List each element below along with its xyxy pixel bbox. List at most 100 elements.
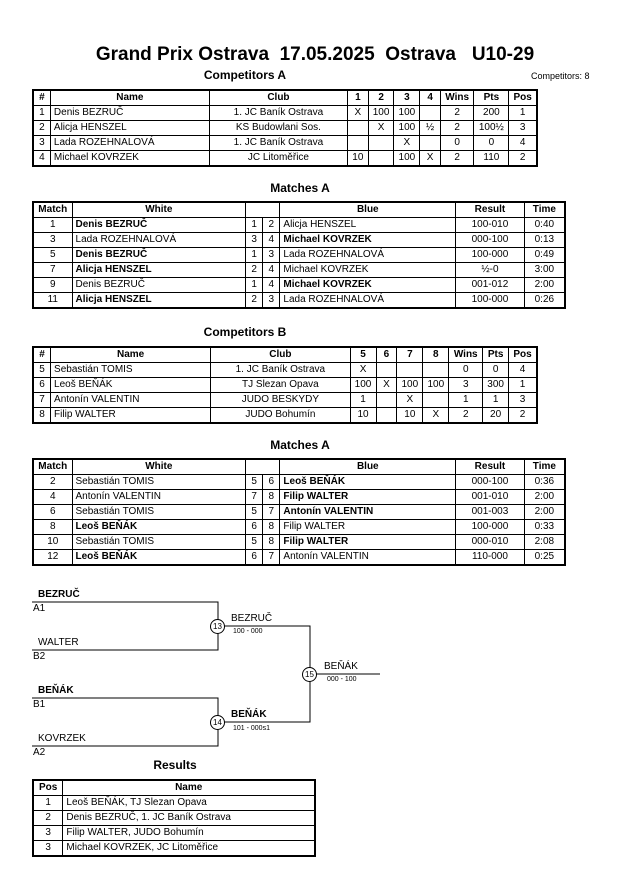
sf2-score: 101 - 000s1	[233, 725, 270, 732]
blue-name: Antonín VALENTIN	[279, 549, 457, 566]
sf1-top-seed: A1	[33, 603, 46, 614]
sf2-winner: BEŇÁK	[231, 709, 267, 720]
table-cell: 100	[393, 150, 421, 167]
table-cell: 2	[508, 150, 538, 167]
column-header: Name	[62, 779, 316, 796]
match-number: 9	[32, 277, 73, 293]
matches-a-heading: Matches A	[270, 181, 330, 195]
table-cell: X	[393, 135, 421, 151]
sf2-bottom-seed: A2	[33, 747, 46, 758]
match-time: 2:00	[523, 277, 566, 293]
blue-seed: 3	[262, 292, 281, 309]
blue-seed: 8	[262, 489, 281, 505]
sf1-bottom-name: WALTER	[38, 637, 79, 648]
table-cell: X	[422, 407, 450, 424]
match-time: 0:25	[523, 549, 566, 566]
results-heading: Results	[153, 758, 197, 772]
table-cell: JUDO Bohumín	[210, 407, 351, 424]
result-position: 3	[32, 840, 64, 857]
match-time: 2:08	[523, 534, 566, 550]
final-winner: BEŇÁK	[324, 661, 358, 672]
table-cell: 8	[32, 407, 52, 424]
table-cell: 20	[482, 407, 510, 424]
competitors-count: Competitors: 8	[531, 71, 590, 81]
match-number: 5	[32, 247, 73, 263]
sf1-bottom-seed: B2	[33, 651, 46, 662]
white-seed: 6	[245, 549, 264, 566]
table-cell: 4	[508, 135, 538, 151]
result-name: Filip WALTER, JUDO Bohumín	[62, 825, 316, 841]
table-cell: 1	[349, 392, 377, 408]
table-cell: 10	[347, 150, 369, 167]
sf2-bottom-name: KOVRZEK	[38, 733, 86, 744]
result-name: Leoš BEŇÁK, TJ Slezan Opava	[62, 795, 316, 811]
table-cell: 10	[349, 407, 377, 424]
sf1-winner: BEZRUČ	[231, 613, 273, 624]
result-name: Michael KOVRZEK, JC Litoměřice	[62, 840, 316, 857]
result-name: Denis BEZRUČ, 1. JC Baník Ostrava	[62, 810, 316, 826]
competitors-a-heading: Competitors A	[203, 68, 287, 82]
table-cell: JUDO BESKYDY	[210, 392, 351, 408]
table-cell: 0	[439, 135, 475, 151]
blue-name: Filip WALTER	[279, 534, 457, 550]
column-header: #	[32, 89, 51, 106]
table-cell: 1. JC Baník Ostrava	[208, 135, 349, 151]
result-position: 3	[32, 825, 64, 841]
table-cell: 3	[508, 392, 538, 408]
result-position: 1	[32, 795, 64, 811]
white-name: Leoš BEŇÁK	[71, 549, 247, 566]
match-time: 0:26	[523, 292, 566, 309]
match-14-badge: 14	[210, 715, 225, 730]
table-cell: 110	[473, 150, 510, 167]
column-header: Pos	[32, 779, 64, 796]
table-cell: Michael KOVRZEK	[49, 150, 210, 167]
table-cell: 4	[32, 150, 51, 167]
white-name: Alicja HENSZEL	[71, 292, 247, 309]
blue-seed: 8	[262, 534, 281, 550]
column-header: Pos	[508, 89, 538, 106]
match-result: 001-012	[455, 277, 525, 293]
match-13-badge: 13	[210, 619, 225, 634]
sf2-top-seed: B1	[33, 699, 46, 710]
sf1-top-name: BEZRUČ	[38, 589, 80, 600]
match-15-badge: 15	[302, 667, 317, 682]
competitors-b-heading: Competitors B	[203, 325, 287, 339]
match-number: 12	[32, 549, 73, 566]
sf2-top-name: BEŇÁK	[38, 685, 74, 696]
blue-name: Michael KOVRZEK	[279, 277, 457, 293]
table-cell: JC Litoměřice	[208, 150, 349, 167]
blue-name: Lada ROZEHNALOVÁ	[279, 292, 457, 309]
table-cell: X	[396, 392, 424, 408]
sf1-score: 100 - 000	[233, 628, 263, 635]
match-result: 100-000	[455, 292, 525, 309]
blue-seed: 4	[262, 232, 281, 248]
table-cell	[422, 392, 450, 408]
